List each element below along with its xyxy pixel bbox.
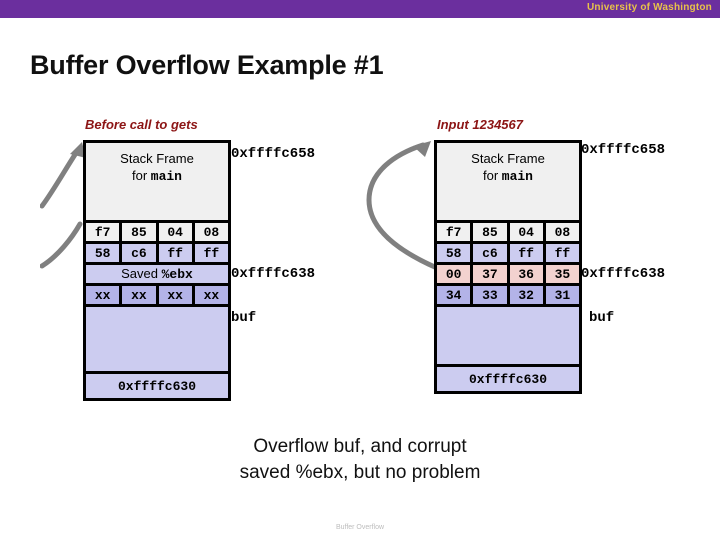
stack-bottom-address-row: 0xffffc630 (437, 367, 579, 391)
frame-label-line2: for main (437, 167, 579, 185)
frame-label-main: main (501, 169, 533, 184)
address-label-mid-right: 0xffffc638 (581, 266, 666, 282)
byte-cell: xx (86, 286, 123, 304)
saved-ebx-row: Saved %ebx (86, 265, 228, 286)
byte-cell: 32 (509, 286, 546, 304)
buf-byte-row: xx xx xx xx (86, 286, 228, 307)
stack-empty-region (86, 307, 228, 374)
byte-cell: 85 (473, 223, 510, 241)
byte-cell: ff (158, 244, 195, 262)
saved-ebx-prefix: Saved (121, 266, 162, 281)
frame-label-for: for (131, 168, 151, 183)
stack-frame-region: Stack Frame for main (437, 143, 579, 223)
arrow-loop-curve (366, 142, 440, 271)
frame-label-line1: Stack Frame (471, 151, 545, 166)
byte-cell: 58 (86, 244, 123, 262)
slide-footer: Buffer Overflow (335, 524, 385, 531)
address-label-mid-left: 0xffffc638 (231, 266, 316, 282)
stack-bottom-address: 0xffffc630 (117, 378, 196, 394)
arrow-lower-curve (40, 221, 83, 269)
byte-cell: xx (122, 286, 159, 304)
frame-label-for: for (482, 168, 502, 183)
frame-label-line2: for main (86, 167, 228, 185)
arrow-head-icon (413, 141, 431, 157)
byte-cell: c6 (473, 244, 510, 262)
byte-cell: c6 (122, 244, 159, 262)
summary-caption: Overflow buf, and corrupt saved %ebx, bu… (0, 434, 720, 486)
byte-cell: xx (194, 286, 228, 304)
buf-label-left: buf (231, 310, 257, 326)
stack-frame-region: Stack Frame for main (86, 143, 228, 223)
summary-line-1: Overflow buf, and corrupt (253, 436, 467, 457)
frame-label-line1: Stack Frame (120, 151, 194, 166)
byte-cell: 85 (122, 223, 159, 241)
byte-cell: f7 (437, 223, 474, 241)
stack-diagram-after: Stack Frame for main f7 85 04 08 58 c6 f… (434, 140, 582, 394)
address-label-top-right: 0xffffc658 (581, 142, 666, 158)
byte-cell: 58 (437, 244, 474, 262)
page-title: Buffer Overflow Example #1 (30, 50, 384, 80)
byte-cell: 36 (509, 265, 546, 283)
byte-cell: ff (194, 244, 228, 262)
stack-bottom-address-row: 0xffffc630 (86, 374, 228, 398)
saved-ebx-register: %ebx (161, 267, 193, 282)
buf-label-right: buf (589, 310, 615, 326)
byte-cell: ff (509, 244, 546, 262)
byte-cell: 04 (509, 223, 546, 241)
stack-bottom-address: 0xffffc630 (468, 371, 547, 387)
byte-cell: 34 (437, 286, 474, 304)
byte-row: 58 c6 ff ff (86, 244, 228, 265)
byte-cell: 33 (473, 286, 510, 304)
summary-line-2: saved %ebx, but no problem (239, 462, 481, 483)
arrow-upper-curve (40, 147, 81, 209)
byte-cell: xx (158, 286, 195, 304)
uw-header-banner: University of Washington (0, 0, 720, 18)
arrow-right-group (366, 141, 440, 271)
byte-cell: 31 (545, 286, 579, 304)
buf-byte-row: 34 33 32 31 (437, 286, 579, 307)
byte-cell: 00 (437, 265, 474, 283)
byte-row: f7 85 04 08 (437, 223, 579, 244)
right-panel-caption: Input 1234567 (437, 117, 523, 132)
saved-ebx-label: Saved %ebx (121, 266, 193, 282)
byte-row: 58 c6 ff ff (437, 244, 579, 265)
byte-cell: 08 (194, 223, 228, 241)
stack-empty-region (437, 307, 579, 367)
byte-cell: ff (545, 244, 579, 262)
byte-row: f7 85 04 08 (86, 223, 228, 244)
byte-cell: 35 (545, 265, 579, 283)
byte-cell: f7 (86, 223, 123, 241)
stack-diagram-before: Stack Frame for main f7 85 04 08 58 c6 f… (83, 140, 231, 401)
frame-label-main: main (150, 169, 182, 184)
left-panel-caption: Before call to gets (85, 117, 198, 132)
byte-cell: 04 (158, 223, 195, 241)
university-name: University of Washington (587, 2, 712, 13)
address-label-top-left: 0xffffc658 (231, 146, 316, 162)
byte-cell: 37 (473, 265, 510, 283)
byte-cell: 08 (545, 223, 579, 241)
overflow-byte-row: 00 37 36 35 (437, 265, 579, 286)
